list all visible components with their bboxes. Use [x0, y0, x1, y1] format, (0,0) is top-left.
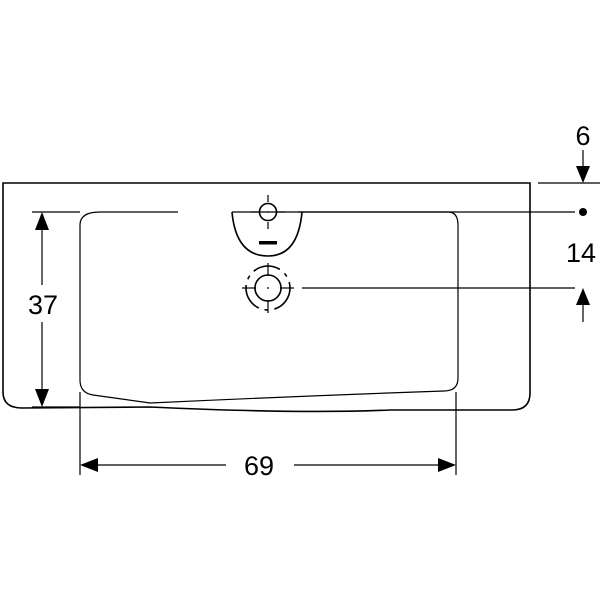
bowl-outline	[79, 211, 459, 404]
dimension-overall-depth-label: 37	[28, 290, 58, 320]
basin-outline	[2, 182, 531, 413]
tap-notch	[231, 211, 303, 257]
dimension-overall-depth: 37	[28, 211, 80, 408]
overflow-slot	[259, 241, 277, 245]
dimension-tap-to-drain-label: 14	[566, 238, 596, 268]
dimension-bowl-width-label: 69	[244, 451, 274, 481]
dimension-tap-to-drain: 14	[566, 238, 596, 322]
dimension-rim-offset: 6	[575, 121, 591, 216]
dimension-rim-offset-label: 6	[575, 121, 590, 151]
dimension-bowl-width: 69	[79, 392, 457, 481]
tap-hole-icon	[258, 202, 278, 222]
